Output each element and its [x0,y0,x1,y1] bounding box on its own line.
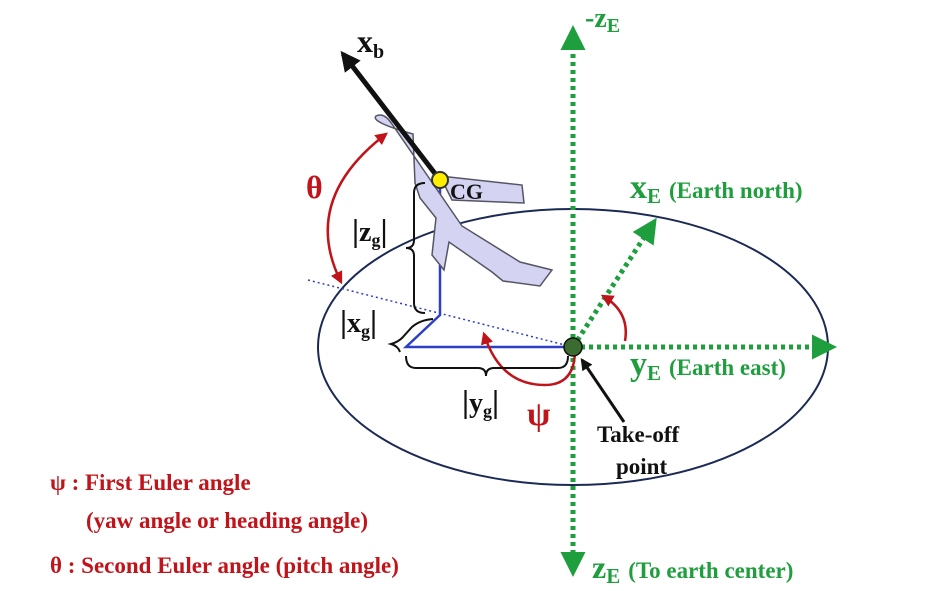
takeoff-label-line1: Take-off [597,422,680,447]
x-earth-axis-line [570,217,657,349]
aircraft [374,114,554,287]
yg-bracket [405,355,569,377]
minus-z-earth-label: -zE [585,3,620,37]
psi-label: ψ [527,396,551,433]
psi-arc-lower [481,331,577,387]
y-earth-label: yE(Earth east) [630,346,786,385]
aircraft-wing [438,175,525,204]
xg-label: |xg| [340,303,377,341]
takeoff-label-line2: point [616,454,667,479]
theta-arc [326,132,388,285]
zg-bracket [405,182,426,314]
takeoff-dot [563,337,583,357]
theta-label: θ [306,169,323,205]
xg-bracket [387,318,434,353]
body-x-axis-label: xb [357,23,384,63]
aircraft-fuselage [374,114,554,287]
yg-label: |yg| [462,383,499,421]
legend-psi-line1: ψ : First Euler angle [50,470,251,495]
body-x-axis-arrow [340,50,442,182]
legend-theta-line: θ : Second Euler angle (pitch angle) [50,553,399,578]
takeoff-pointer-arrow [580,358,626,423]
x-earth-label: xE(Earth north) [630,169,803,208]
psi-arc-upper [600,294,627,342]
zg-label: |zg| [352,212,388,250]
z-earth-label: zE(To earth center) [592,549,793,588]
legend-psi-line2: (yaw angle or heading angle) [86,508,368,533]
cg-label: CG [450,179,483,204]
cg-dot [431,171,449,189]
